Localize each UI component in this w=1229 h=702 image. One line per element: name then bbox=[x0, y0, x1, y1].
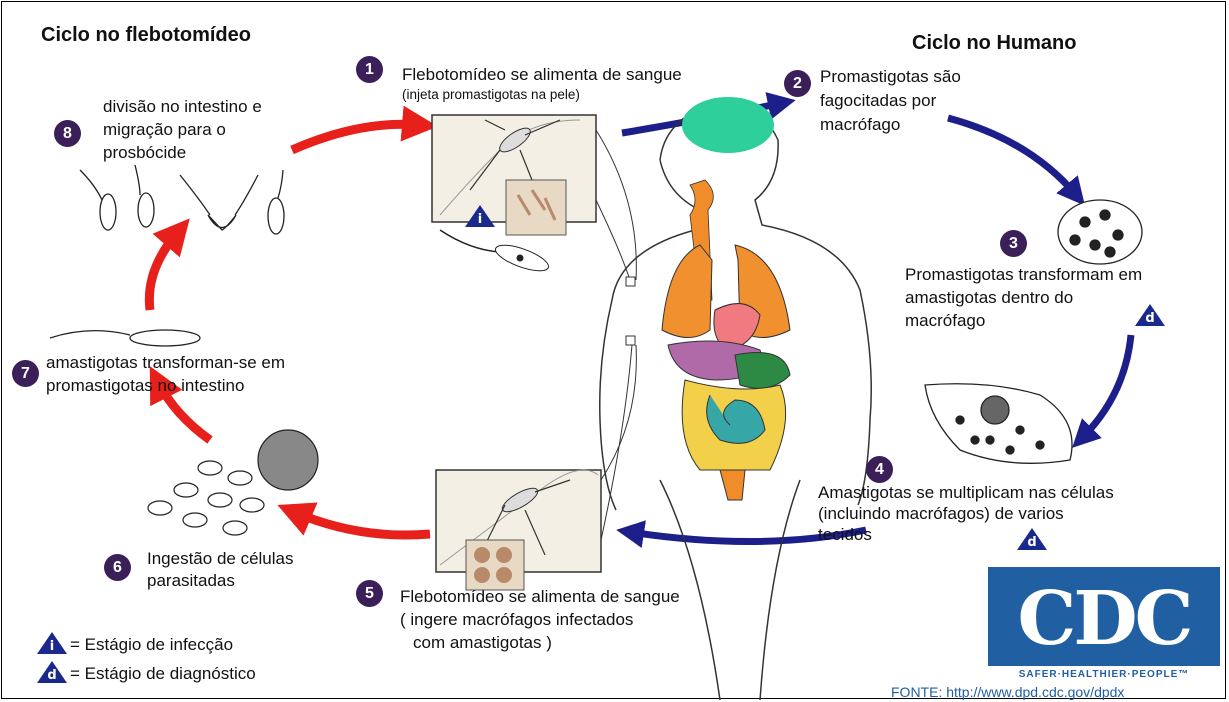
infection-badge-letter: i bbox=[464, 212, 496, 227]
promastigote-drawing bbox=[440, 230, 551, 276]
cdc-logo-tagline: SAFER·HEALTHIER·PEOPLE™ bbox=[988, 666, 1220, 684]
macrophage-stage3 bbox=[1058, 200, 1142, 264]
step-1-number: 1 bbox=[356, 56, 383, 83]
promastigotes-dividing bbox=[80, 165, 284, 234]
step-5-text-line2: ( ingere macrófagos infectados bbox=[400, 609, 633, 631]
step-1-text-line1: Flebotomídeo se alimenta de sangue bbox=[402, 64, 682, 86]
diagnostic-badge-letter-4: d bbox=[1016, 535, 1048, 550]
step-5-text-line1: Flebotomídeo se alimenta de sangue bbox=[400, 586, 680, 608]
step-6-number: 6 bbox=[104, 554, 131, 581]
diagnostic-badge-letter-3: d bbox=[1134, 311, 1166, 326]
step-5-number: 5 bbox=[356, 580, 383, 607]
legend-infection-letter: i bbox=[36, 639, 68, 654]
parasitized-cells bbox=[148, 430, 318, 535]
step-4-text-line3: tecidos bbox=[818, 524, 872, 546]
step-2-text-line1: Promastigotas são bbox=[820, 66, 961, 88]
step-6-text-line1: Ingestão de células bbox=[147, 548, 294, 570]
diagnostic-stage-badge-3: d bbox=[1134, 303, 1166, 327]
infected-cell-stage4 bbox=[925, 384, 1072, 464]
step-7-text-line2: promastigotas no intestino bbox=[46, 375, 244, 397]
human-cycle-title: Ciclo no Humano bbox=[912, 32, 1076, 54]
arrow-3-to-4 bbox=[1082, 335, 1131, 438]
step-4-text-line2: (incluindo macrófagos) de varios bbox=[818, 503, 1064, 525]
step-2-text-line2: fagocitadas por bbox=[820, 90, 936, 112]
colon bbox=[720, 470, 745, 500]
sandfly-feeding-5 bbox=[436, 470, 601, 590]
legend-diagnostic-label: = Estágio de diagnóstico bbox=[70, 663, 256, 685]
sandfly-feeding-1 bbox=[432, 115, 596, 235]
step-5-text-line3: com amastigotas ) bbox=[413, 632, 552, 654]
brain bbox=[682, 97, 774, 153]
arrow-8-to-1 bbox=[292, 124, 420, 150]
legend-diagnostic-letter: d bbox=[36, 668, 68, 683]
step-8-text-line1: divisão no intestino e bbox=[103, 96, 262, 118]
promastigote-stage7 bbox=[50, 330, 200, 346]
cdc-logo: CDC SAFER·HEALTHIER·PEOPLE™ bbox=[988, 567, 1220, 684]
legend-infection-icon: i bbox=[36, 631, 68, 655]
step-8-number: 8 bbox=[54, 120, 81, 147]
legend-infection-label: = Estágio de infecção bbox=[70, 634, 233, 656]
step-4-number: 4 bbox=[866, 456, 893, 483]
step-4-text-line1: Amastigotas se multiplicam nas células bbox=[818, 482, 1114, 504]
step-3-text-line1: Promastigotas transformam em bbox=[905, 264, 1142, 286]
cdc-logo-text: CDC bbox=[988, 579, 1220, 659]
stomach bbox=[735, 353, 790, 389]
arrow-7-to-8 bbox=[149, 232, 178, 310]
step-7-number: 7 bbox=[12, 360, 39, 387]
step-3-text-line3: macrófago bbox=[905, 310, 985, 332]
sandfly-cycle-title: Ciclo no flebotomídeo bbox=[41, 24, 251, 46]
left-lung bbox=[662, 245, 712, 338]
callout-lines bbox=[596, 130, 636, 540]
step-2-number: 2 bbox=[784, 70, 811, 97]
diagnostic-stage-badge-4: d bbox=[1016, 527, 1048, 551]
step-3-number: 3 bbox=[1000, 230, 1027, 257]
step-1-text-line2: (injeta promastigotas na pele) bbox=[402, 86, 580, 104]
arrow-5-to-6 bbox=[294, 512, 430, 535]
arrow-2-to-3 bbox=[948, 118, 1076, 195]
infection-stage-badge: i bbox=[464, 204, 496, 228]
step-6-text-line2: parasitadas bbox=[147, 570, 235, 592]
step-8-text-line2: migração para o bbox=[103, 119, 226, 141]
legend-diagnostic-icon: d bbox=[36, 660, 68, 684]
step-2-text-line3: macrófago bbox=[820, 114, 900, 136]
step-7-text-line1: amastigotas transforman-se em bbox=[46, 352, 285, 374]
source-credit: FONTE: http://www.dpd.cdc.gov/dpdx bbox=[891, 684, 1124, 700]
step-8-text-line3: prosbócide bbox=[103, 142, 186, 164]
human-body-anatomy bbox=[600, 97, 872, 700]
step-3-text-line2: amastigotas dentro do bbox=[905, 287, 1073, 309]
